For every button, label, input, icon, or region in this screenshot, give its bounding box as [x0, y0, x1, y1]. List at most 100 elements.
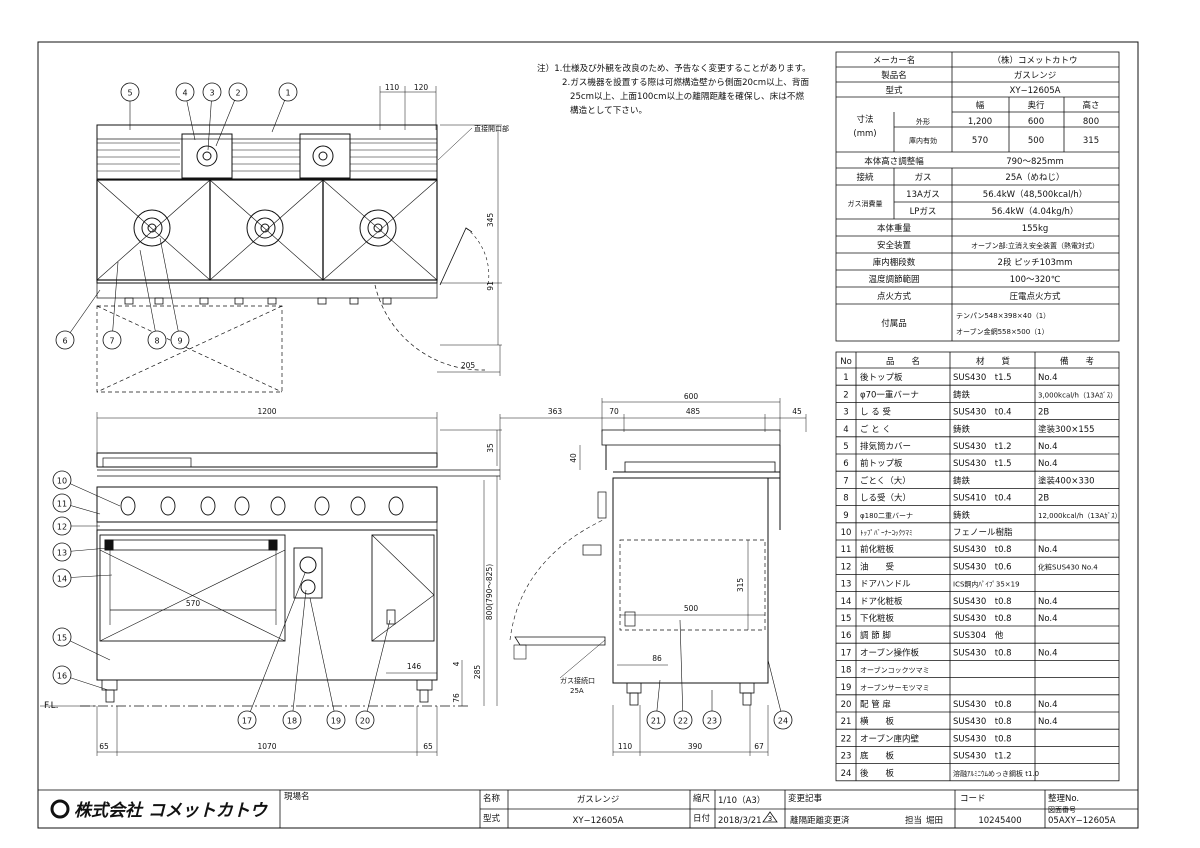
name-label: 名称 — [483, 793, 501, 804]
register-label: 整理No. — [1048, 793, 1079, 804]
parts-row-no: 2 — [843, 390, 848, 400]
parts-row-name: オーブンコックツマミ — [860, 666, 930, 675]
spec-inner-w: 570 — [972, 136, 988, 146]
note-line-3: 25cm以上、上面100cm以上の離隔距離を確保し、床は不燃 — [570, 90, 804, 102]
balloon-circle — [52, 542, 72, 562]
parts-row-material: SUS430 t0.8 — [953, 700, 1012, 710]
parts-row-name: φ180二重バーナ — [860, 512, 913, 520]
change-label: 変更記事 — [788, 793, 823, 804]
person-name: 堀田 — [926, 816, 943, 826]
spec-temp: 100〜320℃ — [1010, 275, 1061, 285]
parts-row-no: 4 — [843, 425, 848, 435]
parts-row-material: SUS430 t0.8 — [953, 597, 1012, 607]
parts-row-no: 24 — [841, 769, 852, 779]
parts-row-remarks: No.4 — [1038, 373, 1058, 383]
spec-weight-label: 本体重量 — [877, 223, 912, 234]
parts-row-remarks: 塗装400×330 — [1038, 475, 1095, 486]
balloon-circle — [52, 568, 72, 588]
parts-row-no: 22 — [841, 734, 852, 744]
model-label: 型式 — [483, 813, 501, 824]
balloon-circle — [170, 330, 190, 350]
spec-acc-1: テンパン548×398×40（1） — [956, 312, 1050, 320]
spec-ign-label: 点火方式 — [877, 291, 912, 302]
balloon-number: 19 — [331, 717, 341, 726]
date-value: 2018/3/21 — [718, 816, 762, 826]
side-view-dimensions — [499, 398, 807, 756]
dim-600: 600 — [684, 392, 699, 401]
balloon-number: 22 — [678, 717, 688, 726]
floor-level-label: F.L. — [44, 701, 58, 711]
dim-1200: 1200 — [257, 407, 276, 416]
front-view-dimensions — [40, 412, 502, 756]
spec-lp: 56.4kW（4.04kg/h） — [992, 206, 1079, 217]
parts-row-material: 鋳鉄 — [953, 389, 971, 400]
parts-row-name: ごとく（大） — [860, 475, 911, 486]
balloon-leader-line — [246, 572, 306, 721]
parts-row-no: 14 — [841, 597, 852, 607]
parts-row-no: 7 — [843, 476, 848, 486]
balloon-circle — [673, 710, 693, 730]
balloon-leader-line — [679, 619, 684, 721]
spec-model-label: 型式 — [885, 85, 903, 96]
note-line-4: 構造として下さい。 — [570, 104, 647, 116]
parts-row-remarks: No.4 — [1038, 648, 1058, 658]
title-block-text: 株式会社 コメットカトウ 現場名 名称 ガスレンジ 型式 XY−12605A 縮… — [50, 791, 1116, 826]
parts-row-material: SUS430 t0.8 — [953, 648, 1012, 658]
dim-110-side: 110 — [618, 742, 633, 751]
parts-row-name: 調 節 脚 — [860, 630, 891, 641]
parts-row-material: 鋳鉄 — [953, 510, 971, 521]
balloon-number: 3 — [209, 89, 214, 98]
company-logo-mark — [50, 799, 70, 819]
parts-row-name: 前化粧板 — [860, 544, 895, 555]
drawing-number: 05AXY−12605A — [1048, 816, 1116, 826]
dim-45: 45 — [792, 407, 802, 416]
product-model: XY−12605A — [573, 816, 624, 826]
spec-conn: 25A（めねじ） — [1005, 172, 1064, 183]
spec-maker: （株）コメットカトウ — [992, 55, 1077, 66]
spec-temp-label: 温度調節範囲 — [868, 274, 919, 285]
parts-row-remarks: 化粧SUS430 No.4 — [1038, 562, 1098, 571]
spec-inner-h: 315 — [1083, 136, 1099, 146]
parts-header-name: 品 名 — [886, 356, 920, 367]
dim-363: 363 — [548, 407, 563, 416]
spec-inner-d: 500 — [1028, 136, 1044, 146]
parts-row-no: 6 — [843, 459, 848, 469]
exhaust-label: 直接開口部 — [474, 124, 509, 133]
parts-row-name: ドアハンドル — [860, 580, 911, 590]
dim-91: 91 — [486, 281, 495, 291]
note-line-1: 注）1.仕様及び外観を改良のため、予告なく変更することがあります。 — [537, 62, 811, 74]
balloon-number: 23 — [707, 717, 717, 726]
balloon-circle — [52, 493, 72, 513]
parts-row-material: 溶融ｱﾙﾐﾆｳﾑめっき鋼板 t1.0 — [953, 769, 1039, 778]
parts-row-material: SUS430 t0.6 — [953, 562, 1012, 572]
parts-row-remarks: 3,000kcal/h（13Aｶﾞｽ） — [1038, 391, 1117, 399]
side-view-dim-text: 600 363 70 485 45 40 315 500 86 110 390 … — [548, 392, 802, 751]
balloon-circle — [175, 82, 195, 102]
balloon-number: 15 — [57, 634, 67, 643]
balloon-leaders — [61, 91, 784, 721]
sheet-border — [37, 41, 1139, 829]
spec-safety-label: 安全装置 — [877, 240, 912, 251]
parts-header-material: 材 質 — [976, 356, 1011, 367]
dim-500: 500 — [684, 604, 699, 613]
spec-product-label: 製品名 — [881, 70, 907, 81]
parts-row-remarks: No.4 — [1038, 545, 1058, 555]
parts-row-name: オーブン操作板 — [860, 647, 919, 658]
spec-table-text: メーカー名 （株）コメットカトウ 製品名 ガスレンジ 型式 XY−12605A … — [848, 55, 1100, 336]
spec-ign: 圧電点火方式 — [1009, 291, 1061, 302]
balloon-circle — [52, 665, 72, 685]
dim-146: 146 — [407, 662, 422, 671]
spec-gas-label: ガス — [914, 172, 931, 183]
spec-dim-unit: (mm) — [853, 129, 876, 139]
balloon-number: 1 — [285, 89, 290, 98]
parts-row-name: 前トップ板 — [860, 458, 903, 469]
parts-row-no: 16 — [841, 631, 852, 641]
parts-header-no: No — [840, 357, 852, 367]
parts-row-remarks: 2B — [1038, 408, 1049, 418]
parts-row-no: 8 — [843, 494, 848, 504]
balloon-leader-line — [61, 479, 121, 507]
parts-row-name: 横 板 — [860, 716, 895, 727]
balloon-circle — [52, 516, 72, 536]
dim-110: 110 — [385, 83, 400, 92]
